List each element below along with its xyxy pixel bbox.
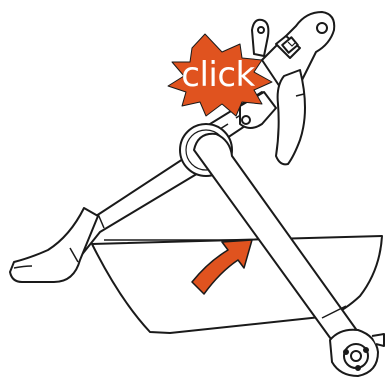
handle-grip (276, 70, 305, 164)
click-label: click (181, 55, 255, 95)
front-wheel-mount (330, 330, 384, 376)
rear-foot (10, 208, 98, 282)
